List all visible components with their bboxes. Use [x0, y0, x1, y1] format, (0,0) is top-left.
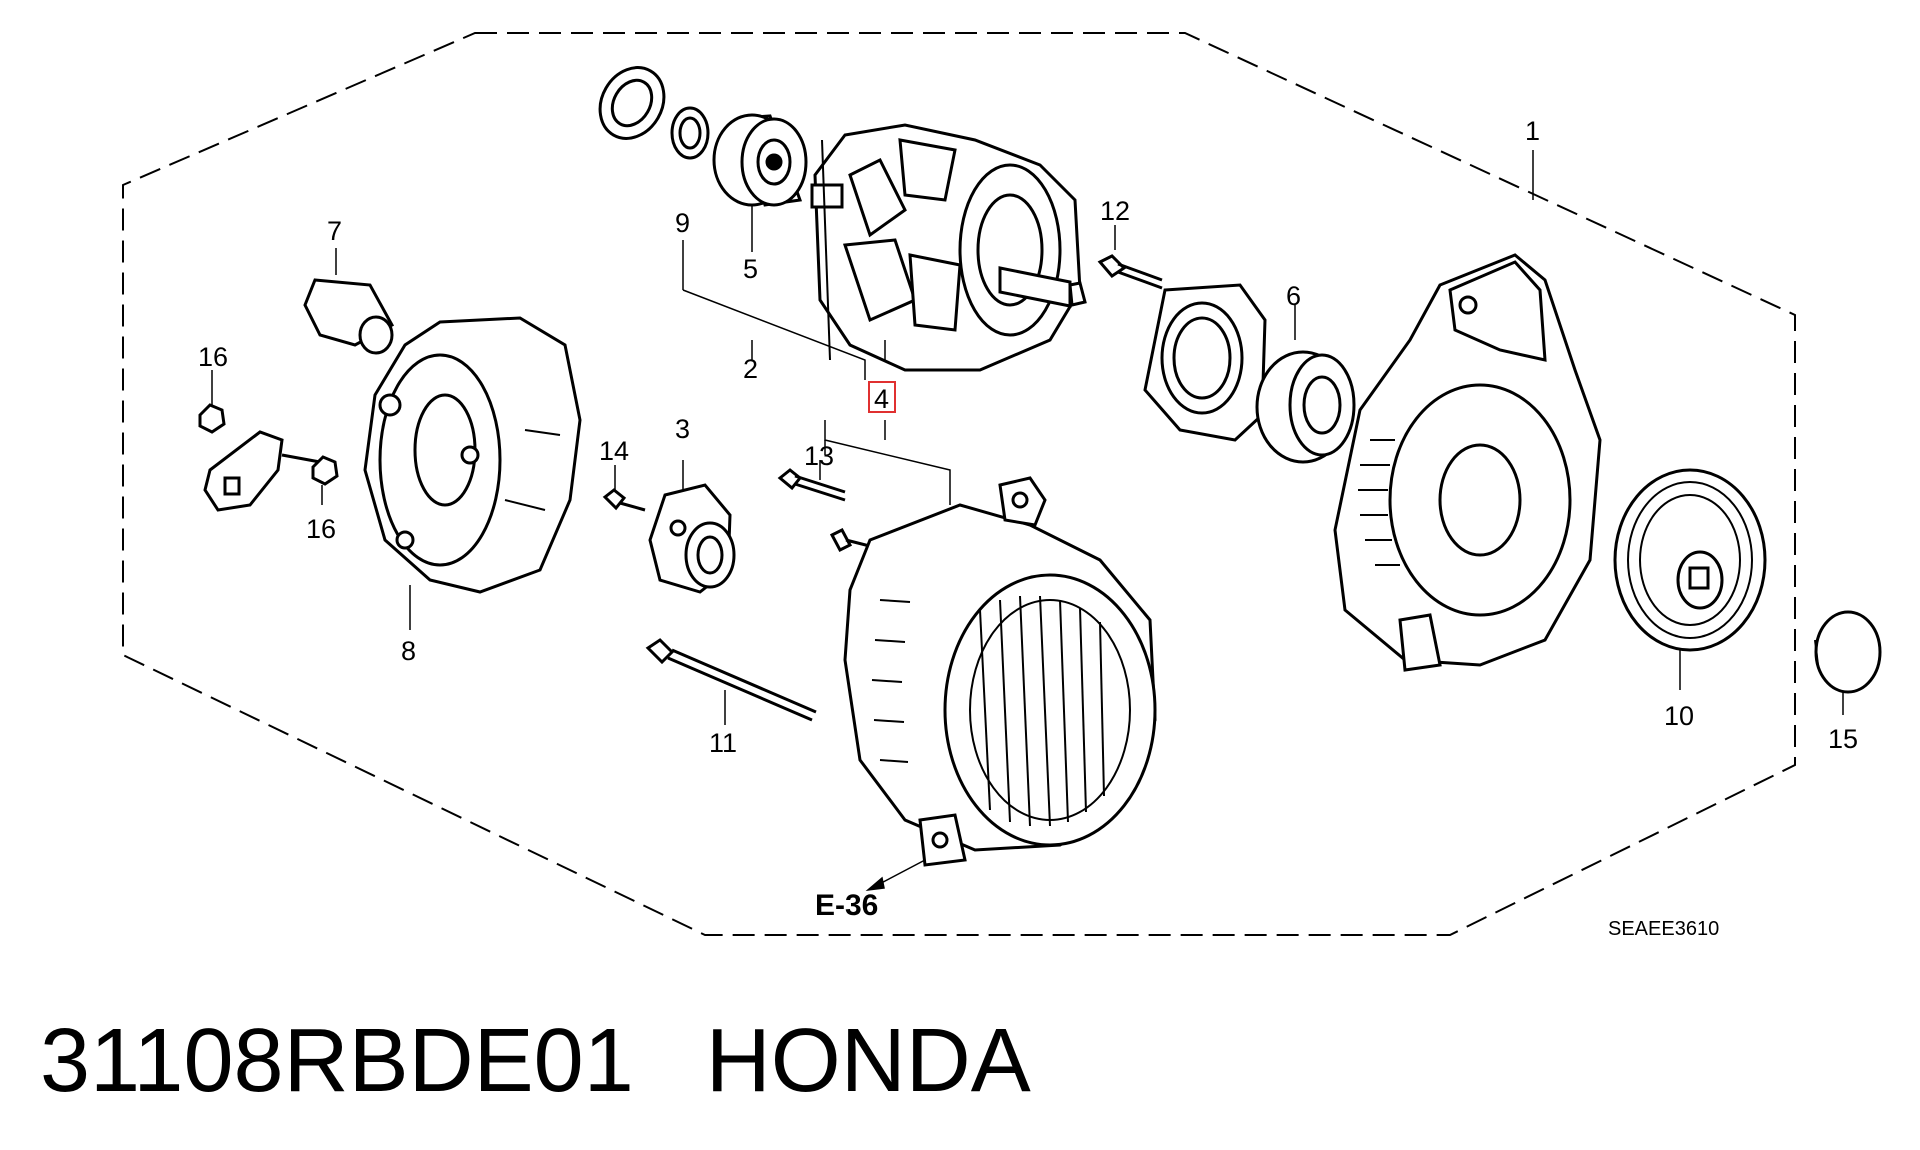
- callout-4-highlight: [868, 381, 896, 413]
- part-15-cap[interactable]: [1814, 610, 1882, 694]
- part-10-pulley[interactable]: [1613, 468, 1767, 652]
- brand-name: HONDA: [705, 1011, 1031, 1111]
- part-11-through-bolt[interactable]: [645, 638, 817, 722]
- part-9-washer[interactable]: [670, 106, 710, 160]
- callout-12[interactable]: 12: [1100, 196, 1130, 226]
- part-1-front-housing[interactable]: [1333, 253, 1602, 672]
- callout-4[interactable]: 4: [874, 384, 889, 414]
- callout-16-upper[interactable]: 16: [198, 342, 228, 372]
- part-7-insulator[interactable]: [303, 278, 395, 355]
- callout-5[interactable]: 5: [743, 254, 758, 284]
- leader-lines: [211, 150, 1844, 892]
- diagram-code: SEAEE3610: [1608, 918, 1719, 940]
- callout-10[interactable]: 10: [1664, 701, 1694, 731]
- part-12-bolt[interactable]: [1097, 254, 1163, 290]
- part-8-rear-cover[interactable]: [363, 316, 582, 594]
- callout-15[interactable]: 15: [1828, 724, 1858, 754]
- part-5-bearing[interactable]: [712, 113, 808, 207]
- callout-3[interactable]: 3: [675, 414, 690, 444]
- callout-13[interactable]: 13: [804, 441, 834, 471]
- part-2-rotor[interactable]: [810, 123, 1087, 372]
- callout-8[interactable]: 8: [401, 636, 416, 666]
- part-14-bolt[interactable]: [602, 488, 646, 512]
- retainer-plate[interactable]: [1143, 283, 1267, 442]
- part-16-nut-upper[interactable]: [198, 403, 226, 434]
- part-3-regulator[interactable]: [648, 483, 736, 594]
- reference-e36[interactable]: E-36: [815, 889, 878, 922]
- callout-9[interactable]: 9: [675, 208, 690, 238]
- part-13-bolt[interactable]: [777, 468, 906, 557]
- callout-2[interactable]: 2: [743, 354, 758, 384]
- callout-16-lower[interactable]: 16: [306, 514, 336, 544]
- part-16-nut-lower[interactable]: [311, 455, 339, 486]
- callout-6[interactable]: 6: [1286, 281, 1301, 311]
- part-4-stator[interactable]: [843, 476, 1157, 867]
- callout-11[interactable]: 11: [709, 728, 737, 758]
- part-6-bearing[interactable]: [1255, 350, 1356, 464]
- terminal-bracket[interactable]: [203, 430, 321, 512]
- assembly-outline: [122, 32, 1796, 936]
- footer-caption: 31108RBDE01 HONDA: [40, 1010, 1031, 1113]
- part-number: 31108RBDE01: [40, 1011, 634, 1111]
- callout-1[interactable]: 1: [1525, 116, 1540, 146]
- part-9-oring[interactable]: [588, 56, 677, 150]
- callout-7[interactable]: 7: [327, 216, 342, 246]
- callout-14[interactable]: 14: [599, 436, 629, 466]
